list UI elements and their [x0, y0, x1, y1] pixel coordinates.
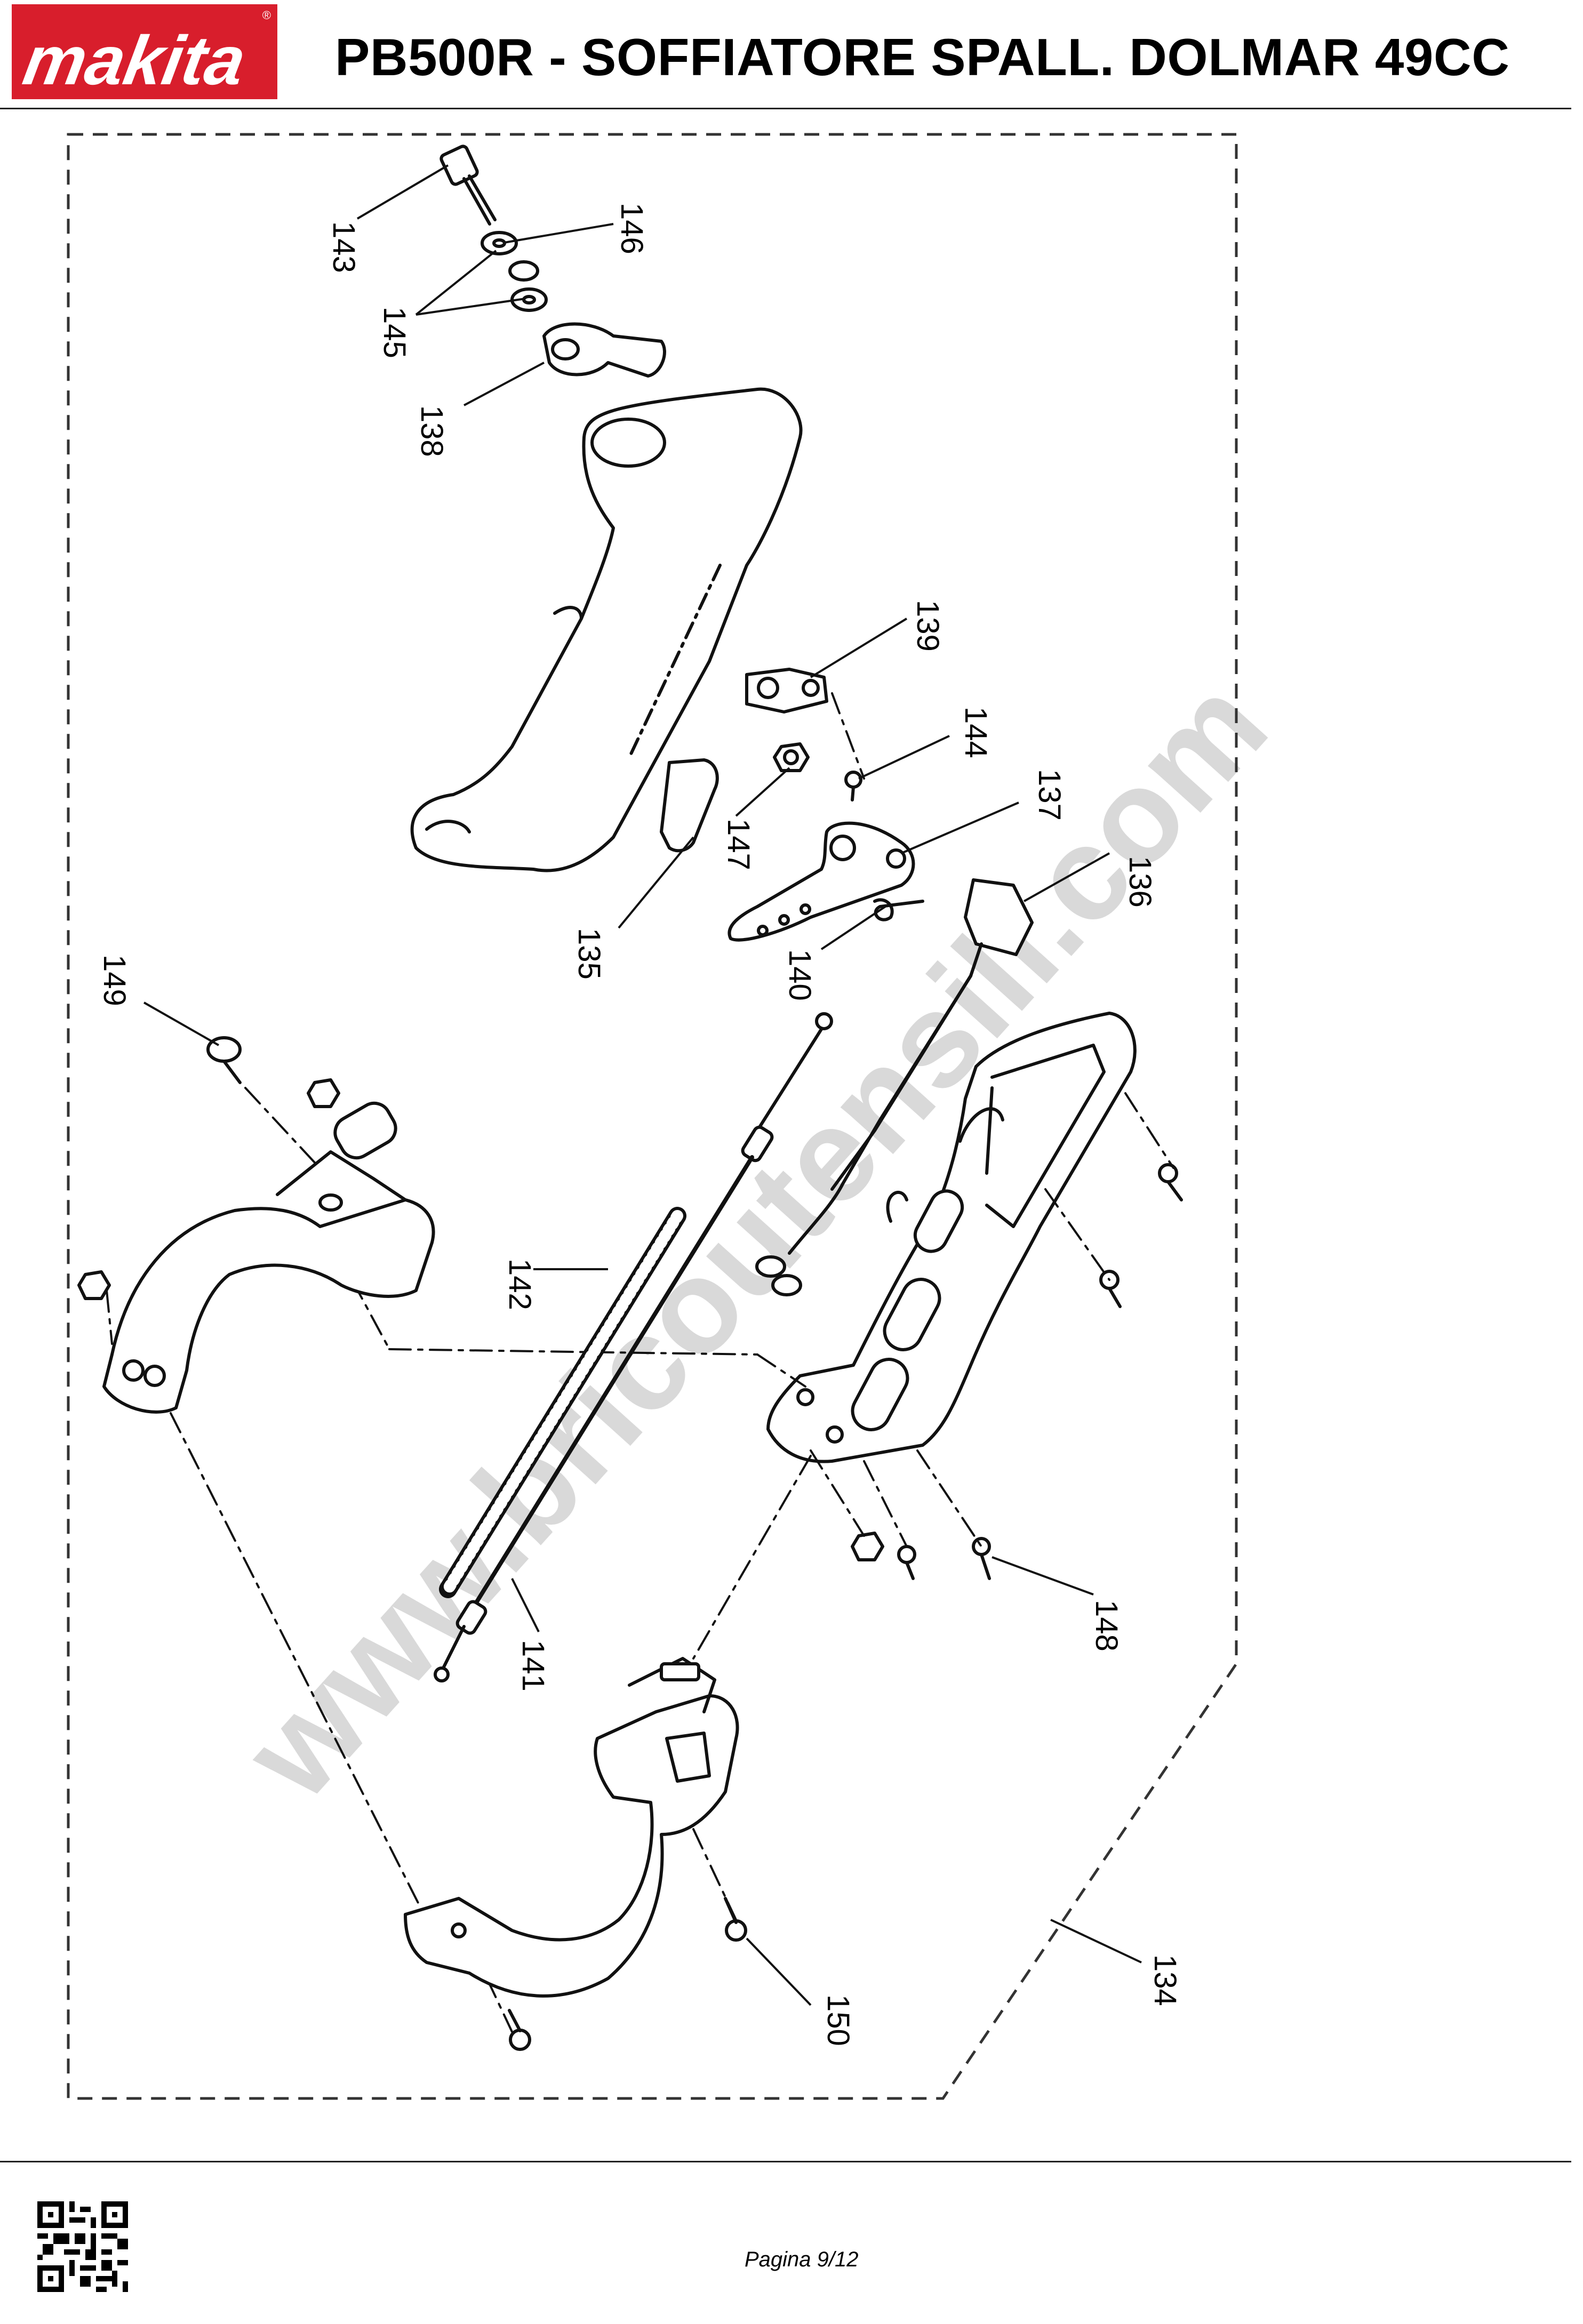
callout-142: 142	[502, 1259, 537, 1310]
part-screws-148	[851, 1163, 1183, 1580]
makita-logo: makita ®	[12, 4, 277, 99]
footer-divider	[0, 2161, 1571, 2162]
assembly-boundary	[67, 133, 1238, 2100]
callout-143: 143	[326, 221, 361, 273]
callout-141: 141	[516, 1640, 550, 1692]
part-cable-141	[434, 1012, 833, 1682]
part-screws-150	[508, 1897, 747, 2051]
part-pad-135	[660, 758, 719, 853]
callout-136: 136	[1123, 856, 1157, 908]
page-title: PB500R - SOFFIATORE SPALL. DOLMAR 49CC	[335, 28, 1510, 86]
part-handle-tube	[410, 387, 803, 872]
qr-code-icon	[37, 2201, 128, 2292]
part-bolt-143	[439, 145, 497, 226]
leader-lines	[143, 164, 1142, 2006]
part-nut-147	[773, 742, 810, 772]
callout-labels: 143 146 145 138 139 144 147 137 135 136 …	[97, 203, 1182, 2046]
part-switch-139	[745, 668, 828, 714]
part-lever-138	[542, 322, 666, 378]
callout-144: 144	[958, 707, 993, 758]
callout-148: 148	[1089, 1600, 1124, 1652]
page-number: Pagina 9/12	[745, 2248, 859, 2271]
callout-137: 137	[1032, 769, 1067, 821]
callout-140: 140	[782, 949, 817, 1001]
callout-147: 147	[721, 819, 756, 870]
callout-146: 146	[614, 203, 649, 254]
alignment-lines	[106, 692, 1174, 2033]
part-screw-144	[844, 771, 862, 802]
callout-138: 138	[414, 405, 449, 457]
part-connector-136	[755, 878, 1034, 1296]
callout-134: 134	[1148, 1954, 1182, 2006]
part-throttle-137	[727, 821, 915, 942]
callout-145: 145	[377, 307, 412, 358]
logo-wordmark: makita	[18, 21, 252, 99]
part-upper-clamp	[102, 1078, 435, 1414]
part-lower-clamp	[404, 1657, 739, 1998]
part-screw-149	[206, 1036, 242, 1084]
part-nut-left	[77, 1270, 111, 1300]
part-spiral-hose-142	[439, 1207, 686, 1598]
callout-135: 135	[572, 928, 606, 980]
callout-139: 139	[910, 600, 945, 652]
part-rear-handle	[766, 1012, 1137, 1463]
header-divider	[0, 108, 1571, 109]
callout-149: 149	[97, 955, 132, 1006]
svg-text:®: ®	[262, 9, 271, 22]
part-washers-145-146	[481, 231, 548, 312]
callout-150: 150	[821, 1994, 856, 2046]
part-spring-140	[873, 898, 924, 921]
